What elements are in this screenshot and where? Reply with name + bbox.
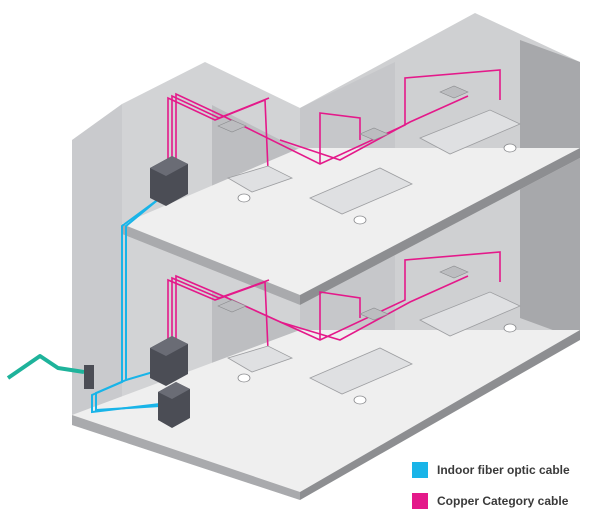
legend-label-copper: Copper Category cable	[437, 494, 569, 508]
legend-label-fiber: Indoor fiber optic cable	[437, 463, 570, 477]
magenta-square-icon	[412, 493, 428, 509]
chairs	[237, 143, 517, 405]
telecom-rack-lower-2	[158, 382, 190, 428]
telecom-rack-lower-1	[150, 336, 188, 386]
telecom-rack-upper	[150, 156, 188, 206]
blue-square-icon	[412, 462, 428, 478]
upper-workstations	[227, 109, 521, 215]
ceiling-access-points	[217, 85, 469, 321]
outside-plant-cable	[6, 354, 85, 380]
legend-item-fiber: Indoor fiber optic cable	[412, 458, 600, 482]
lower-workstations	[227, 291, 521, 395]
copper-cabling	[167, 69, 501, 351]
legend-item-copper: Copper Category cable	[412, 489, 600, 513]
lower-floor	[72, 330, 580, 500]
entrance-facility-box	[84, 365, 94, 389]
